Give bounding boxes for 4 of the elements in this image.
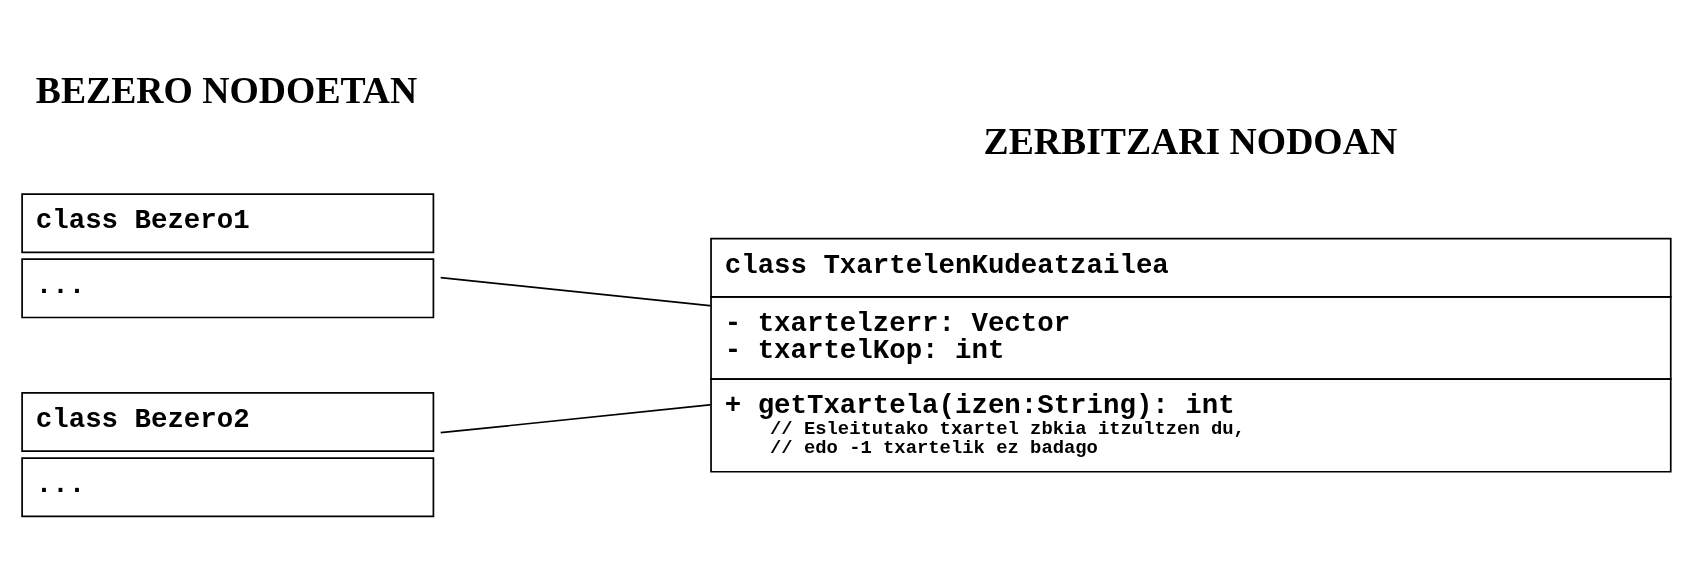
label: ZERBITZARI NODOAN: [983, 120, 1398, 162]
connector: [439, 403, 712, 434]
connector: [439, 276, 712, 307]
label: BEZERO NODOETAN: [35, 68, 418, 111]
